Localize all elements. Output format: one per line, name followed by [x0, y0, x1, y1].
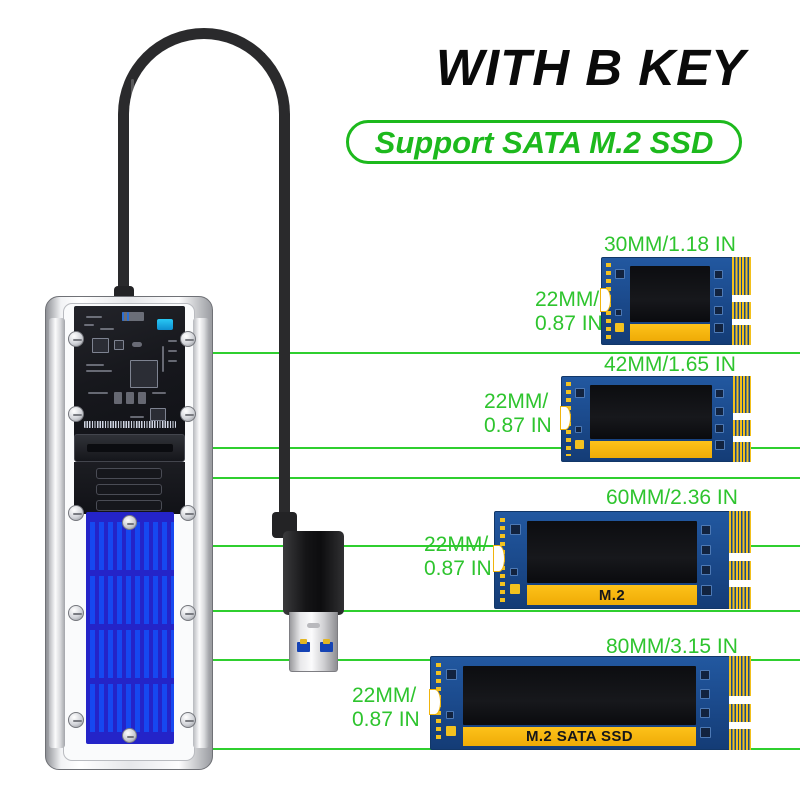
usb-pin-right [320, 639, 333, 652]
cable-right-drop [279, 320, 290, 532]
thermal-heatsink [86, 512, 174, 744]
dimension-width-2260: 22MM/ 0.87 IN [424, 533, 492, 580]
ssd-module-2260: M.2 [493, 511, 751, 609]
dimension-length-2260: 60MM/2.36 IN [606, 486, 738, 509]
page-title: WITH B KEY [435, 39, 747, 96]
m2-slot-connector [74, 434, 185, 462]
dimension-width-2242: 22MM/ 0.87 IN [484, 390, 552, 437]
case-screw-tr [180, 331, 196, 347]
guide-line-2260-bottom [170, 610, 800, 612]
usb-connector-dimple [307, 623, 320, 628]
ssd-module-2242 [560, 376, 751, 462]
ssd-mount-tray [74, 462, 185, 514]
pcb-edge-contacts [84, 421, 176, 428]
case-screw-ml [68, 406, 84, 422]
enclosure-rail-left [49, 318, 65, 748]
case-screw-cr [180, 505, 196, 521]
case-screw-br [180, 605, 196, 621]
case-screw-bl [68, 605, 84, 621]
case-screw-fr [180, 712, 196, 728]
enclosure-rail-right [193, 318, 209, 748]
usb-pin-left [297, 639, 310, 652]
case-screw-tl [68, 331, 84, 347]
ssd-module-2280: M.2 SATA SSD [429, 656, 751, 750]
usb-connector-housing [283, 531, 344, 615]
status-led-icon [157, 319, 173, 330]
support-badge: Support SATA M.2 SSD [346, 120, 742, 164]
usb-cable-arch [118, 28, 290, 328]
guide-line-2230-bottom [182, 447, 800, 449]
dimension-width-2230: 22MM/ 0.87 IN [535, 288, 603, 335]
heatsink-screw-bottom [122, 728, 137, 743]
guide-line-2260-top [170, 545, 800, 547]
dimension-width-2280: 22MM/ 0.87 IN [352, 684, 420, 731]
controller-chip [130, 360, 158, 388]
case-screw-cl [68, 505, 84, 521]
dimension-length-2280: 80MM/3.15 IN [606, 635, 738, 658]
case-screw-fl [68, 712, 84, 728]
guide-line-2230-top [182, 352, 800, 354]
case-screw-mr [180, 406, 196, 422]
dimension-length-2242: 42MM/1.65 IN [604, 353, 736, 376]
heatsink-screw-top [122, 515, 137, 530]
bridge-chip [92, 338, 109, 353]
support-badge-label: Support SATA M.2 SSD [374, 124, 714, 160]
ssd-module-2230 [600, 257, 751, 345]
guide-line-2242-bottom [182, 477, 800, 479]
dimension-length-2230: 30MM/1.18 IN [604, 233, 736, 256]
